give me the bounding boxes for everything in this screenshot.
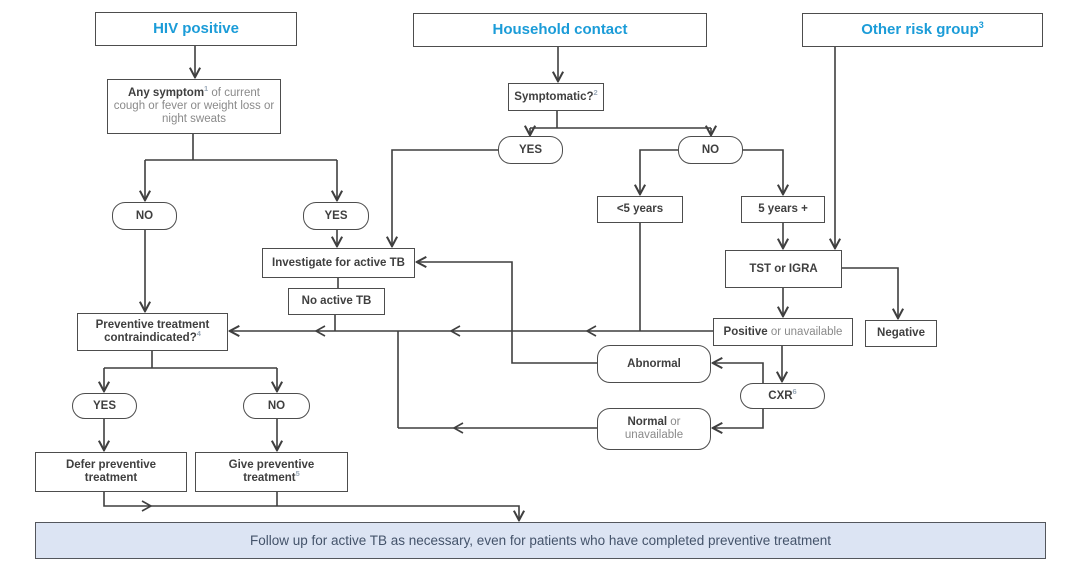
header-household-contact: Household contact	[413, 13, 707, 47]
node-under-5-years-label: <5 years	[616, 203, 664, 216]
node-contraindicated-no-label: NO	[267, 399, 286, 412]
node-cxr-label: CXR6	[768, 386, 797, 402]
node-abnormal: Abnormal	[597, 345, 711, 383]
follow-up-banner-label: Follow up for active TB as necessary, ev…	[249, 532, 832, 548]
node-household-no: NO	[678, 136, 743, 164]
node-positive-or-unavailable: Positive or unavailable	[713, 318, 853, 346]
node-hiv-no: NO	[112, 202, 177, 230]
node-under-5-years: <5 years	[597, 196, 683, 223]
node-abnormal-label: Abnormal	[627, 357, 681, 370]
node-preventive-treatment-contraindicated: Preventive treatment contraindicated?4	[77, 313, 228, 351]
node-symptomatic-label: Symptomatic?2	[514, 87, 598, 103]
node-no-active-tb-label: No active TB	[301, 295, 372, 308]
node-hiv-yes-label: YES	[324, 209, 348, 222]
node-give-preventive-treatment-label: Give preventive treatment5	[228, 459, 315, 484]
header-household-contact-label: Household contact	[492, 20, 628, 38]
node-normal-or-unavailable-label: Normal or unavailable	[624, 416, 684, 441]
node-negative-label: Negative	[877, 327, 925, 340]
node-tst-or-igra-label: TST or IGRA	[749, 262, 818, 275]
node-household-no-label: NO	[701, 143, 720, 156]
node-5-years-plus: 5 years +	[741, 196, 825, 223]
node-negative: Negative	[865, 320, 937, 347]
node-contraindicated-yes-label: YES	[92, 399, 116, 412]
header-other-risk-group: Other risk group3	[802, 13, 1043, 47]
header-other-risk-group-label: Other risk group3	[861, 19, 984, 38]
node-household-yes: YES	[498, 136, 563, 164]
node-5-years-plus-label: 5 years +	[758, 203, 808, 216]
node-investigate-active-tb: Investigate for active TB	[262, 248, 415, 278]
node-household-yes-label: YES	[518, 143, 542, 156]
node-cxr: CXR6	[740, 383, 825, 409]
node-defer-preventive-treatment-label: Defer preventive treatment	[65, 459, 157, 484]
node-positive-or-unavailable-label: Positive or unavailable	[723, 325, 843, 338]
header-hiv-positive-label: HIV positive	[153, 19, 239, 37]
node-no-active-tb: No active TB	[288, 288, 385, 315]
node-normal-or-unavailable: Normal or unavailable	[597, 408, 711, 450]
node-any-symptom: Any symptom1 of current cough or fever o…	[107, 79, 281, 134]
node-preventive-treatment-contraindicated-label: Preventive treatment contraindicated?4	[95, 319, 210, 344]
node-give-preventive-treatment: Give preventive treatment5	[195, 452, 348, 492]
node-contraindicated-yes: YES	[72, 393, 137, 419]
node-hiv-yes: YES	[303, 202, 369, 230]
node-contraindicated-no: NO	[243, 393, 310, 419]
follow-up-banner: Follow up for active TB as necessary, ev…	[35, 522, 1046, 559]
node-defer-preventive-treatment: Defer preventive treatment	[35, 452, 187, 492]
node-investigate-active-tb-label: Investigate for active TB	[272, 256, 405, 269]
header-hiv-positive: HIV positive	[95, 12, 297, 46]
node-any-symptom-label: Any symptom1 of current cough or fever o…	[113, 84, 275, 125]
node-hiv-no-label: NO	[135, 209, 154, 222]
node-tst-or-igra: TST or IGRA	[725, 250, 842, 288]
node-symptomatic: Symptomatic?2	[508, 83, 604, 111]
